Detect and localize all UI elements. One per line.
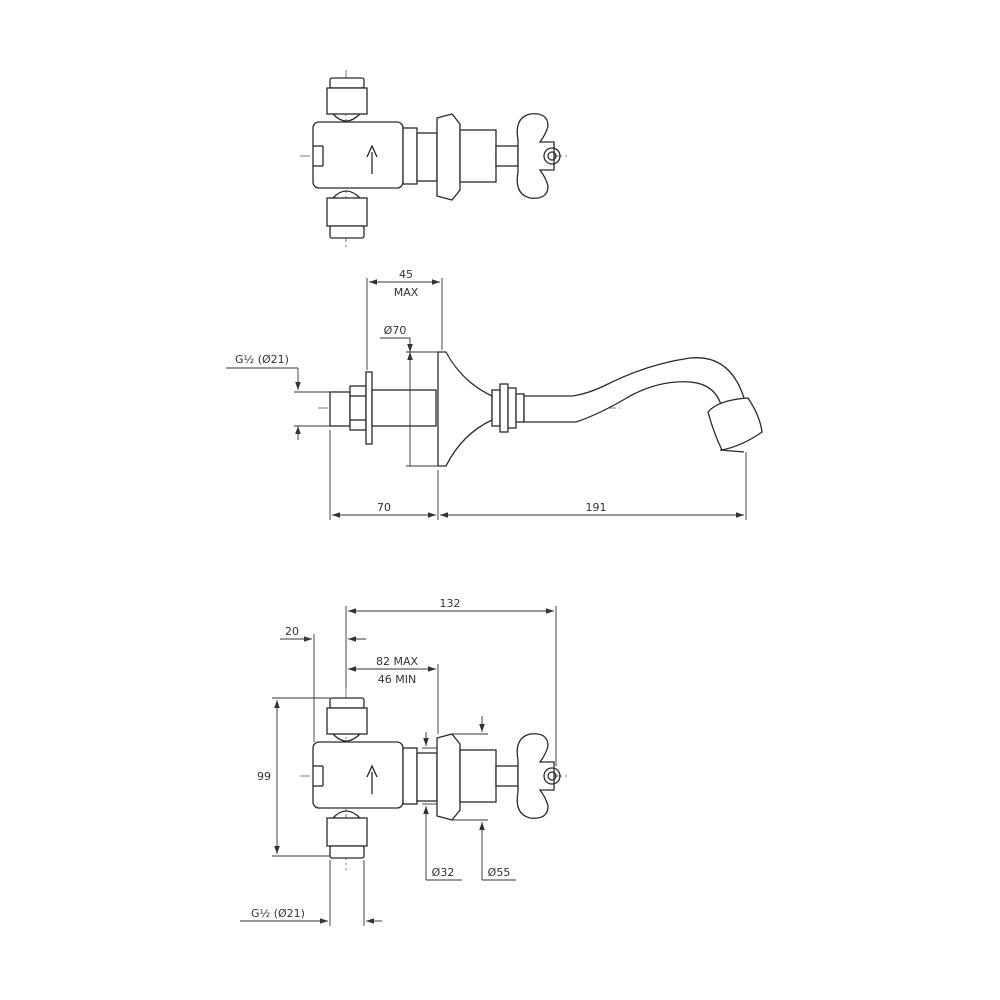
dim-thread-front	[240, 860, 382, 926]
label-flange-dia-70: Ø70	[384, 324, 407, 337]
label-total-132: 132	[440, 597, 461, 610]
dim-spout-191	[440, 452, 747, 520]
side-view-spout	[318, 351, 763, 467]
dim-dia-32	[422, 732, 462, 881]
label-depth-45: 45	[399, 268, 413, 281]
dim-dia-55	[452, 716, 516, 881]
dim-flange-dia-70	[380, 337, 438, 467]
label-adjust-max: 82 MAX	[376, 655, 419, 668]
dim-thread-side	[226, 367, 330, 440]
dim-total-132	[345, 606, 557, 766]
label-adjust-min: 46 MIN	[378, 673, 416, 686]
dim-height-99	[272, 697, 330, 857]
label-height-99: 99	[257, 770, 271, 783]
label-spout-191: 191	[586, 501, 607, 514]
label-dia-32: Ø32	[432, 866, 455, 879]
label-offset-20: 20	[285, 625, 299, 638]
top-view-valve	[300, 70, 570, 248]
label-dia-55: Ø55	[488, 866, 511, 879]
dim-depth-45	[366, 278, 443, 370]
front-view-valve	[300, 688, 570, 870]
dim-offset-20	[280, 634, 366, 742]
label-depth-max: MAX	[394, 286, 419, 299]
label-thread-front: G½ (Ø21)	[251, 907, 305, 920]
dim-adjust-82-46	[348, 664, 439, 734]
label-body-70: 70	[377, 501, 391, 514]
label-thread-side: G½ (Ø21)	[235, 353, 289, 366]
dim-body-70	[329, 430, 439, 520]
